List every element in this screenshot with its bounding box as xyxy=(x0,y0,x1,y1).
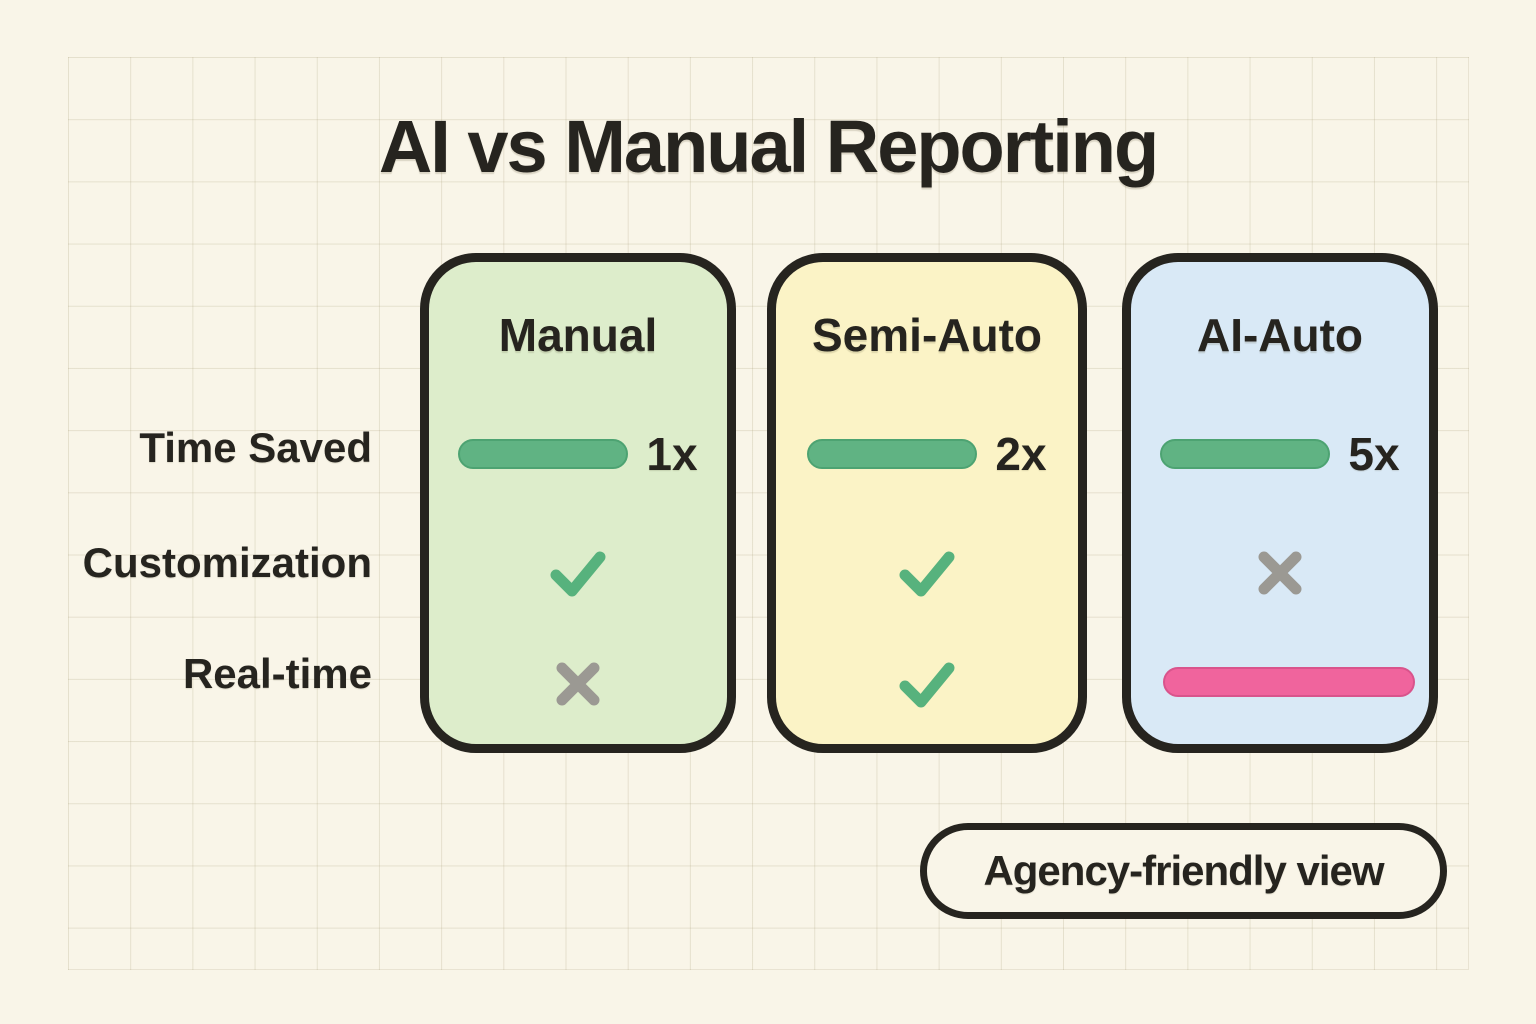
time-saved-bar xyxy=(458,439,629,469)
card-semi-auto-realtime-cell xyxy=(776,656,1078,712)
card-semi-auto-customization-cell xyxy=(776,545,1078,601)
card-semi-auto-title: Semi-Auto xyxy=(812,309,1042,361)
check-icon xyxy=(896,659,958,709)
row-label-real-time: Real-time xyxy=(182,650,372,697)
time-saved-bar xyxy=(1160,439,1331,469)
time-saved-multiplier: 5x xyxy=(1348,428,1400,480)
cross-icon xyxy=(1256,549,1304,597)
check-icon xyxy=(896,548,958,598)
row-label-time-saved: Time Saved xyxy=(139,424,372,471)
card-manual-title: Manual xyxy=(498,309,658,361)
time-saved-bar xyxy=(807,439,978,469)
card-manual-realtime-cell xyxy=(429,656,727,712)
card-semi-auto: Semi-Auto 2x xyxy=(767,253,1087,753)
row-label-customization: Customization xyxy=(82,539,372,586)
cross-icon xyxy=(554,660,602,708)
card-manual-time-saved-row: 1x xyxy=(429,427,727,481)
time-saved-multiplier: 1x xyxy=(646,428,698,480)
card-ai-auto-title: AI-Auto xyxy=(1196,309,1364,361)
card-semi-auto-time-saved-row: 2x xyxy=(776,427,1078,481)
time-saved-multiplier: 2x xyxy=(995,428,1047,480)
card-ai-auto-time-saved-row: 5x xyxy=(1131,427,1429,481)
card-manual: Manual 1x xyxy=(420,253,736,753)
page-title: AI vs Manual Reporting xyxy=(378,105,1159,188)
agency-friendly-badge: Agency-friendly view xyxy=(920,823,1447,919)
card-manual-customization-cell xyxy=(429,545,727,601)
card-ai-auto-customization-cell xyxy=(1131,545,1429,601)
card-ai-auto: AI-Auto 5x xyxy=(1122,253,1438,753)
check-icon xyxy=(547,548,609,598)
realtime-highlight-bar xyxy=(1163,667,1415,697)
